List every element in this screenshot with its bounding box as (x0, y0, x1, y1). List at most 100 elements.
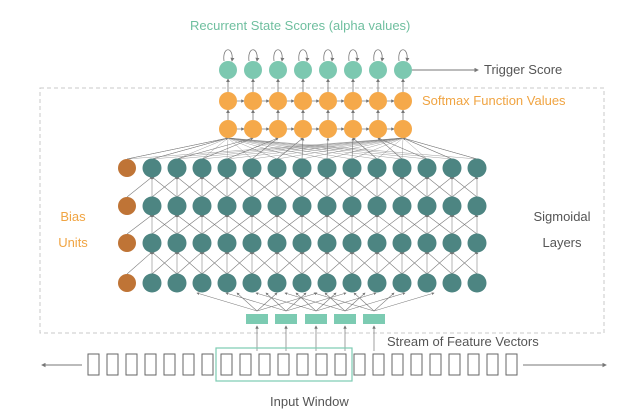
softmax-node (394, 120, 412, 138)
recurrent-state-node (219, 61, 237, 79)
softmax-label: Softmax Function Values (422, 93, 566, 108)
edge-sigmoid-layer (201, 214, 228, 235)
sigmoid-node (292, 233, 312, 253)
sigmoid-node (467, 273, 487, 293)
edge-feature-to-sigmoid (196, 292, 258, 312)
recurrent-state-node (369, 61, 387, 79)
edge-feature-to-sigmoid (373, 292, 395, 312)
recurrent-state-node (344, 61, 362, 79)
edge-sigmoid-layer (126, 214, 153, 235)
edge-sigmoid-fan-right (351, 137, 404, 160)
edge-sigmoid-fan-left (227, 137, 353, 160)
edge-sigmoid-layer (276, 251, 303, 275)
softmax-node (294, 92, 312, 110)
softmax-node (319, 120, 337, 138)
recurrent-scores-title: Recurrent State Scores (alpha values) (190, 18, 411, 33)
edge-sigmoid-layer (376, 251, 403, 275)
edge-sigmoid-layer (301, 176, 328, 198)
edge-sigmoid-layer (151, 176, 178, 198)
edge-sigmoid-layer (126, 176, 153, 198)
sigmoid-node (292, 158, 312, 178)
edge-recurrent-loop (373, 49, 385, 62)
sigmoid-node (442, 196, 462, 216)
edge-feature-to-sigmoid (256, 292, 318, 312)
sigmoid-node (467, 196, 487, 216)
bias-unit-node (118, 274, 136, 292)
edge-recurrent-loop (348, 49, 360, 62)
edge-sigmoid-fan-left (227, 137, 428, 160)
softmax-node (269, 120, 287, 138)
sigmoid-node (142, 233, 162, 253)
recurrent-state-node (294, 61, 312, 79)
input-frame-box (125, 353, 138, 376)
feature-vector (334, 314, 356, 324)
softmax-node (369, 92, 387, 110)
sigmoid-node (242, 158, 262, 178)
sigmoid-node (442, 158, 462, 178)
feature-stream-label: Stream of Feature Vectors (387, 334, 539, 349)
sigmoid-node (292, 196, 312, 216)
sigmoid-node (367, 158, 387, 178)
edge-feature-to-sigmoid (285, 292, 347, 312)
input-window-frame (215, 347, 353, 382)
sigmoid-node (292, 273, 312, 293)
sigmoid-node (392, 196, 412, 216)
network-nodes (118, 61, 487, 293)
edge-sigmoid-layer (426, 251, 453, 275)
bias-units-text: Bias Units (58, 209, 88, 250)
input-frame-box (87, 353, 100, 376)
softmax-node (294, 120, 312, 138)
edge-sigmoid-layer (151, 251, 178, 275)
softmax-node (319, 92, 337, 110)
sigmoid-node (142, 196, 162, 216)
input-frame-box (391, 353, 404, 376)
edge-feature-to-sigmoid (344, 292, 406, 312)
input-frame-box (505, 353, 518, 376)
edge-sigmoid-fan-right (401, 137, 404, 160)
sigmoid-node (192, 158, 212, 178)
edge-feature-to-sigmoid (373, 292, 435, 312)
softmax-node (344, 92, 362, 110)
sigmoid-node (367, 233, 387, 253)
sigmoid-node (417, 158, 437, 178)
edge-sigmoid-fan-left (227, 137, 278, 160)
edge-sigmoid-layer (351, 251, 378, 275)
edge-sigmoid-layer (176, 251, 203, 275)
edge-feature-to-sigmoid (284, 292, 346, 312)
edge-feature-to-sigmoid (295, 292, 317, 312)
edge-sigmoid-layer (351, 214, 378, 235)
edge-feature-to-sigmoid (324, 292, 346, 312)
sigmoid-node (267, 158, 287, 178)
edge-sigmoid-layer (401, 176, 428, 198)
softmax-node (244, 120, 262, 138)
edge-sigmoid-layer (176, 176, 203, 198)
sigmoid-node (242, 196, 262, 216)
edge-sigmoid-fan-left (227, 137, 453, 160)
recurrent-state-node (394, 61, 412, 79)
input-frame-box (353, 353, 366, 376)
edge-sigmoid-layer (351, 176, 378, 198)
edge-sigmoid-layer (426, 176, 453, 198)
sigmoid-node (392, 273, 412, 293)
edge-sigmoid-layer (226, 251, 253, 275)
sigmoid-node (267, 273, 287, 293)
edge-sigmoid-layer (201, 251, 228, 275)
network-dashed-border (39, 87, 605, 334)
edge-sigmoid-layer (126, 251, 153, 275)
edge-sigmoid-fan-left (151, 137, 229, 160)
edge-sigmoid-fan-left (201, 137, 229, 160)
edge-sigmoid-layer (226, 214, 253, 235)
edge-sigmoid-fan-left (176, 137, 229, 160)
edge-feature-to-sigmoid (353, 292, 375, 312)
input-frame-box (163, 353, 176, 376)
recurrent-state-node (244, 61, 262, 79)
feature-vector (363, 314, 385, 324)
edge-sigmoid-fan-right (326, 137, 404, 160)
bias-units-label: Bias Units (48, 204, 98, 256)
edge-feature-to-sigmoid (315, 292, 377, 312)
edge-recurrent-loop (323, 49, 335, 62)
trigger-score-label: Trigger Score (484, 62, 563, 77)
input-frame-box (372, 353, 385, 376)
edge-sigmoid-layer (226, 176, 253, 198)
